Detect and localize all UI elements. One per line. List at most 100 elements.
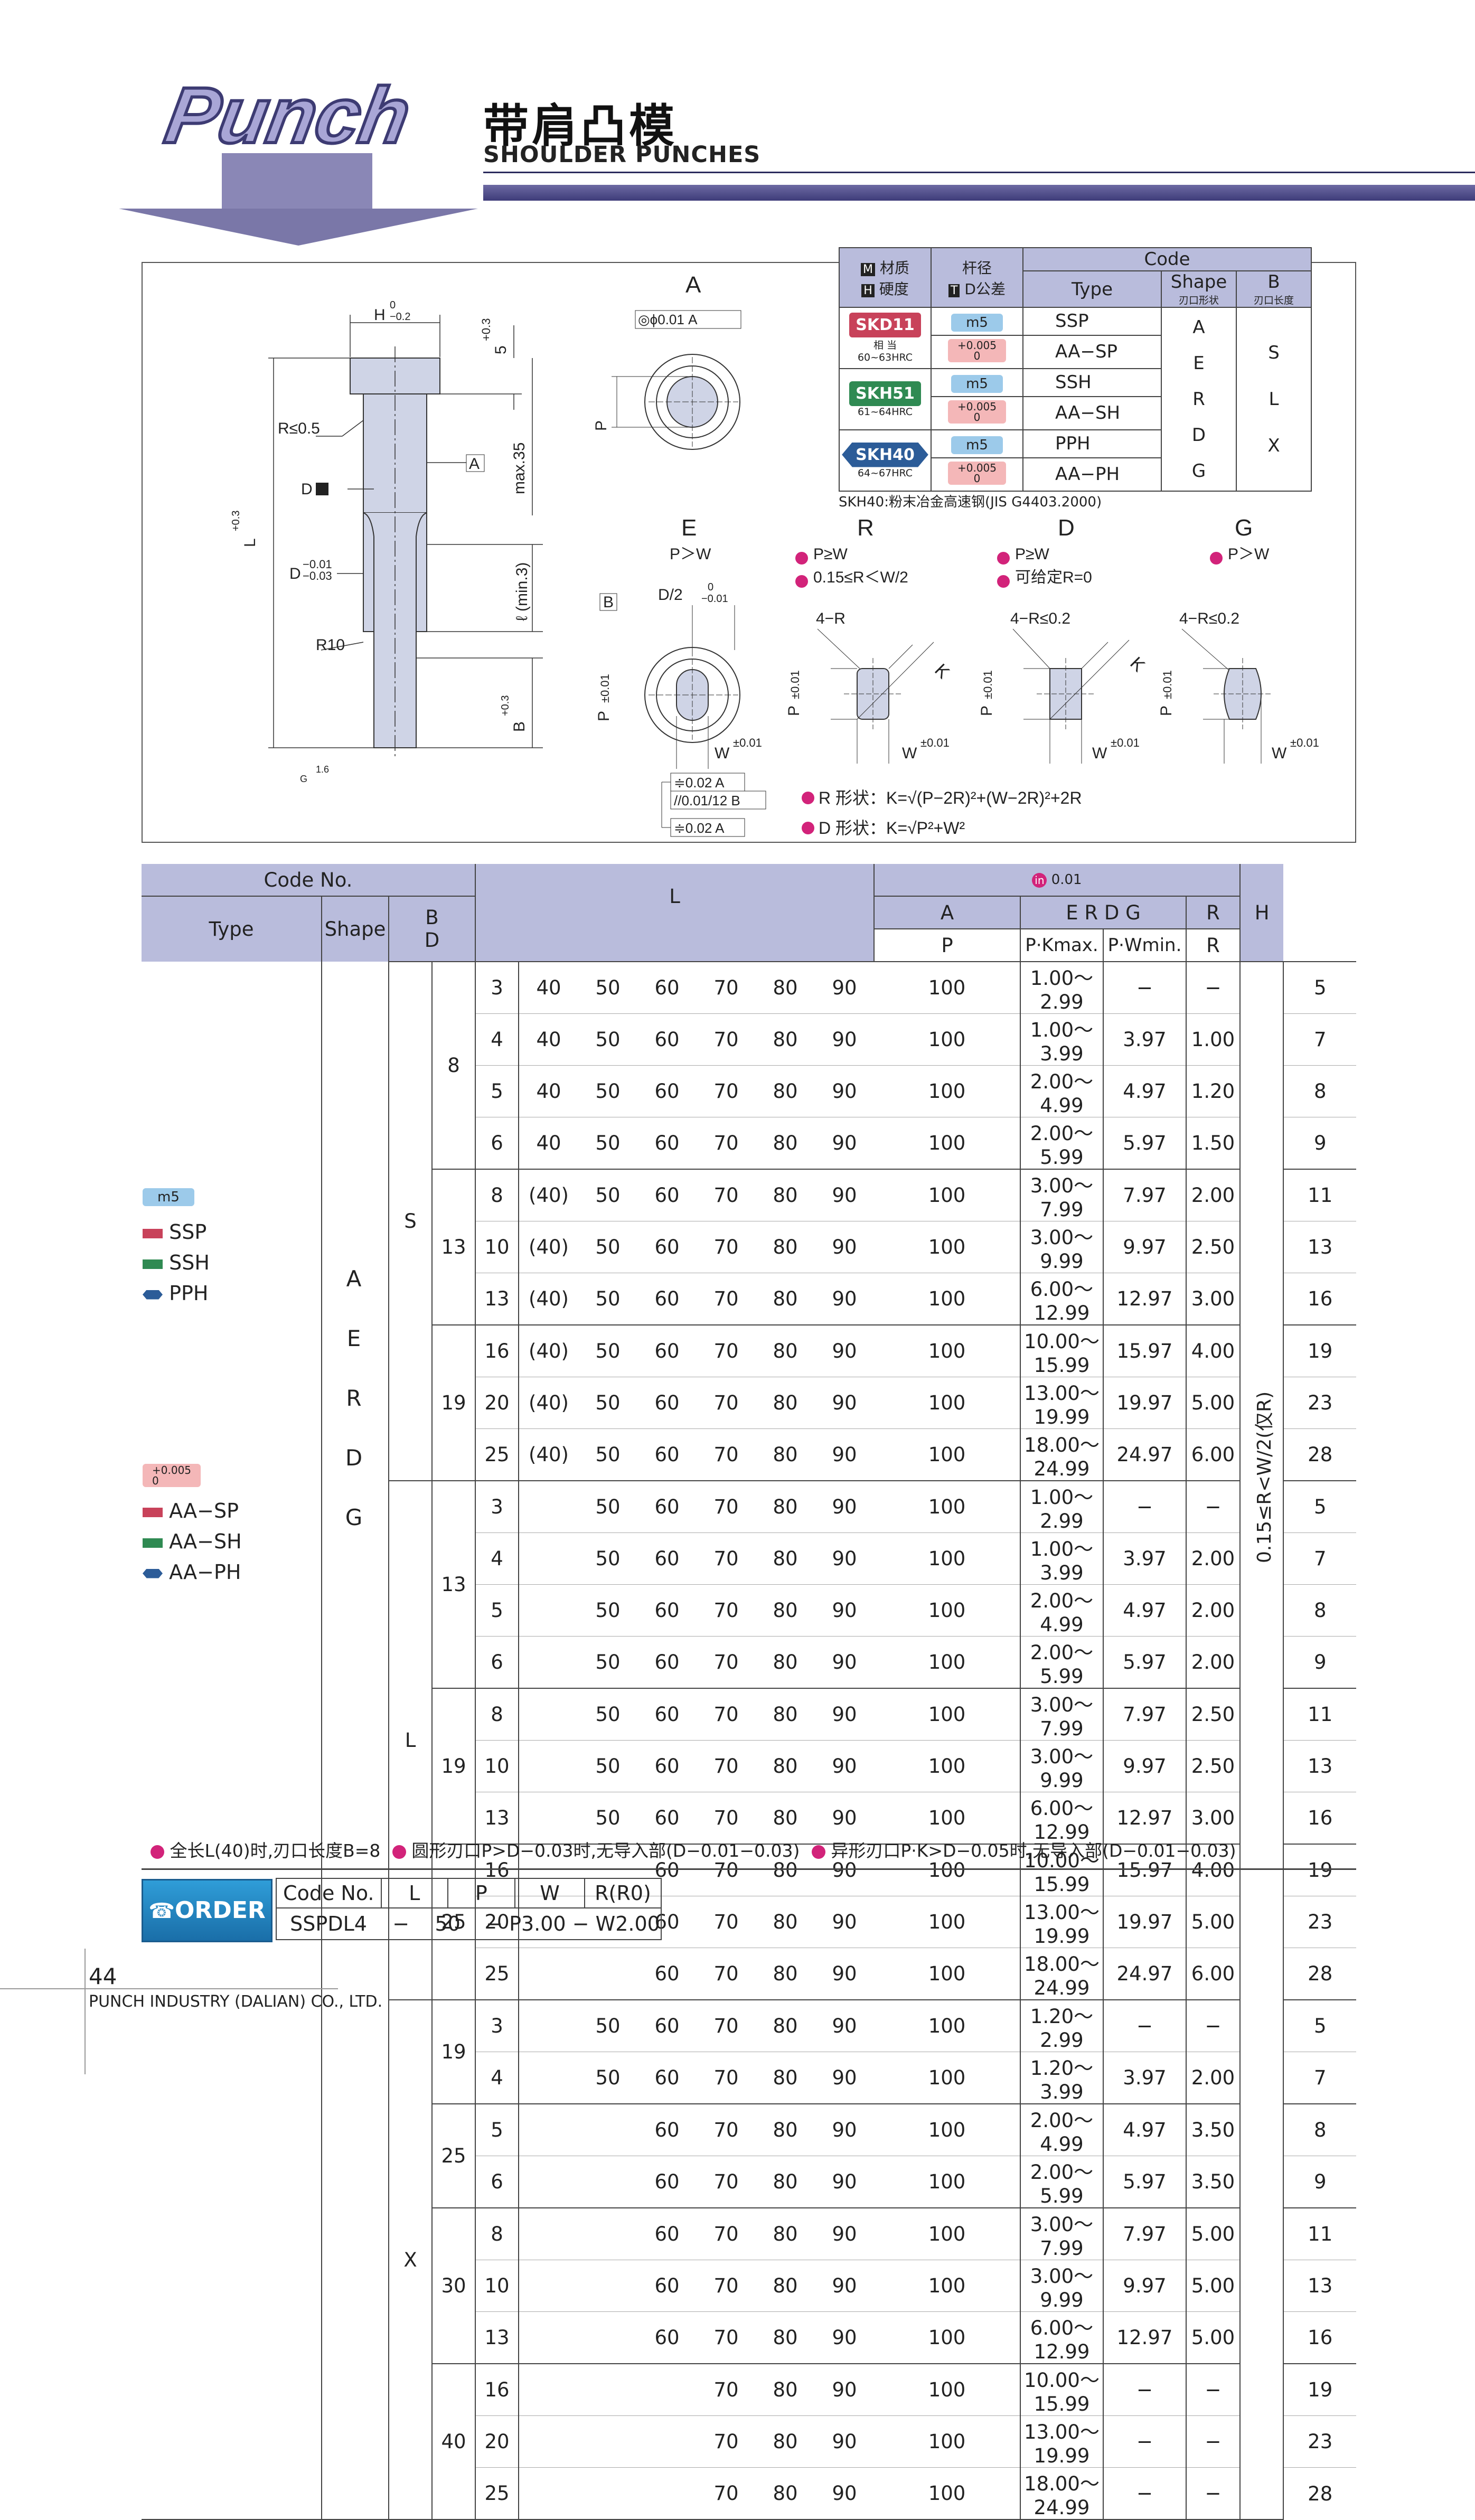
header-bar <box>483 185 1475 201</box>
legend-pph: PPH <box>169 1282 209 1305</box>
l-cell: 100 <box>874 1117 1021 1169</box>
l-cell <box>578 2467 637 2519</box>
h-cell: 16 <box>1283 2311 1356 2364</box>
l-cell: 100 <box>874 2260 1021 2312</box>
order-table: Code No. L P W R(R0) SSPDL4 − 50 − P3.00… <box>276 1878 662 1940</box>
dim-r-le-05: R≤0.5 <box>278 420 320 437</box>
l-cell: 80 <box>756 2103 815 2156</box>
l-cell: 70 <box>697 1532 756 1585</box>
l-cell: 80 <box>756 1324 815 1377</box>
l-cell: 80 <box>756 1792 815 1844</box>
dim-h-upper: 0 <box>390 299 396 311</box>
note-2: 圆形刃口P>D−0.03时,无导入部(D−0.01−0.03) <box>411 1840 800 1861</box>
l-cell: 50 <box>578 1324 637 1377</box>
view-g-r4: 4−R≤0.2 <box>1179 610 1239 627</box>
l-cell: 100 <box>874 2103 1021 2156</box>
l-cell: 50 <box>578 1065 637 1117</box>
k-cell: 19.97 <box>1103 1377 1187 1429</box>
dim-d-tol: D <box>289 565 301 582</box>
k-cell: − <box>1103 2363 1187 2416</box>
p-cell: 13 <box>475 1273 519 1325</box>
legend-aa-u: +0.005 <box>152 1464 192 1477</box>
view-r-title: R <box>857 515 874 541</box>
view-r-w-tol: ±0.01 <box>920 736 950 749</box>
view-g-p: P <box>1158 706 1175 716</box>
l-cell: 80 <box>756 1480 815 1533</box>
l-cell: 80 <box>756 1532 815 1585</box>
l-cell: 60 <box>637 2207 697 2260</box>
legend-m5: m5 <box>143 1188 194 1206</box>
punch-drawing: H 0 −0.2 +0.3 5 R≤0.5 D A max.35 L +0.3 … <box>230 272 1319 838</box>
l-cell: 60 <box>637 1584 697 1637</box>
p-cell: 25 <box>475 1948 519 2000</box>
a-cell: 3.00〜 9.99 <box>1020 1740 1104 1792</box>
l-cell: 80 <box>756 1636 815 1688</box>
l-cell: 60 <box>637 1169 697 1221</box>
a-cell: 6.00〜12.99 <box>1020 1792 1104 1844</box>
k-cell: 5.97 <box>1103 1636 1187 1688</box>
view-r-c2: 0.15≤R＜W/2 <box>813 569 908 586</box>
spec-table: Code No. L in 0.01 H Type Shape BD A E R… <box>142 864 1356 2520</box>
l-cell: 90 <box>815 1221 874 1273</box>
ssp-swatch <box>143 1228 163 1238</box>
p-cell: 13 <box>475 1792 519 1844</box>
l-cell: 80 <box>756 1428 815 1481</box>
h-cell: 16 <box>1283 1792 1356 1844</box>
h-material: 材质 <box>879 259 909 277</box>
l-cell: (40) <box>519 1324 578 1377</box>
l-cell: 100 <box>874 1324 1021 1377</box>
d-cell: 19 <box>432 1324 476 1481</box>
l-cell: 100 <box>874 1636 1021 1688</box>
l-cell: 70 <box>697 1999 756 2052</box>
l-cell: 80 <box>756 1065 815 1117</box>
h-cell: 13 <box>1283 2260 1356 2312</box>
k-cell: 7.97 <box>1103 2207 1187 2260</box>
type-ssh: SSH <box>1022 368 1162 397</box>
view-e-b-box <box>599 593 617 611</box>
th-pw: P·Wmin. <box>1103 928 1187 962</box>
order-h-l: L <box>380 1878 448 1908</box>
k-cell: − <box>1103 2467 1187 2519</box>
l-cell: (40) <box>519 1377 578 1429</box>
d-cell: 13 <box>432 1480 476 1688</box>
h-cell: 11 <box>1283 1688 1356 1741</box>
l-cell: 60 <box>637 1117 697 1169</box>
type-ssp: SSP <box>1022 307 1162 336</box>
shape-cell <box>322 962 389 2519</box>
p-cell: 3 <box>475 961 519 1014</box>
l-cell: 60 <box>637 1948 697 2000</box>
l-cell: 90 <box>815 2103 874 2156</box>
order-v-w: W2.00 <box>595 1912 660 1935</box>
view-r-c1: P≥W <box>813 546 848 563</box>
l-cell: 60 <box>637 1688 697 1741</box>
l-cell: 40 <box>519 1065 578 1117</box>
h-cell: 19 <box>1283 1844 1356 1896</box>
h-cell: 28 <box>1283 1948 1356 2000</box>
th-d: D <box>424 929 440 952</box>
l-cell: 90 <box>815 1117 874 1169</box>
k-cell: 9.97 <box>1103 1221 1187 1273</box>
note-icon <box>151 1845 164 1859</box>
l-cell: 100 <box>874 2052 1021 2104</box>
l-cell: 80 <box>756 2311 815 2364</box>
l-cell: 100 <box>874 1428 1021 1481</box>
a-cell: 2.00〜 5.99 <box>1020 1636 1104 1688</box>
l-cell <box>519 1948 578 2000</box>
l-cell <box>519 1688 578 1741</box>
a-cell: 1.20〜 3.99 <box>1020 2052 1104 2104</box>
l-cell: 60 <box>637 1428 697 1481</box>
view-e-b: B <box>603 594 614 611</box>
l-cell: 100 <box>874 1792 1021 1844</box>
h-cell: 19 <box>1283 1324 1356 1377</box>
p-cell: 20 <box>475 2415 519 2468</box>
l-cell: 100 <box>874 1948 1021 2000</box>
view-r-p: P <box>785 706 803 716</box>
w-cell: − <box>1186 2467 1241 2519</box>
r-note: 0.15≤R<W/2(仅R) <box>1254 1391 1275 1563</box>
l-cell: 90 <box>815 2467 874 2519</box>
l-cell: 100 <box>874 2311 1021 2364</box>
l-cell: 80 <box>756 961 815 1014</box>
